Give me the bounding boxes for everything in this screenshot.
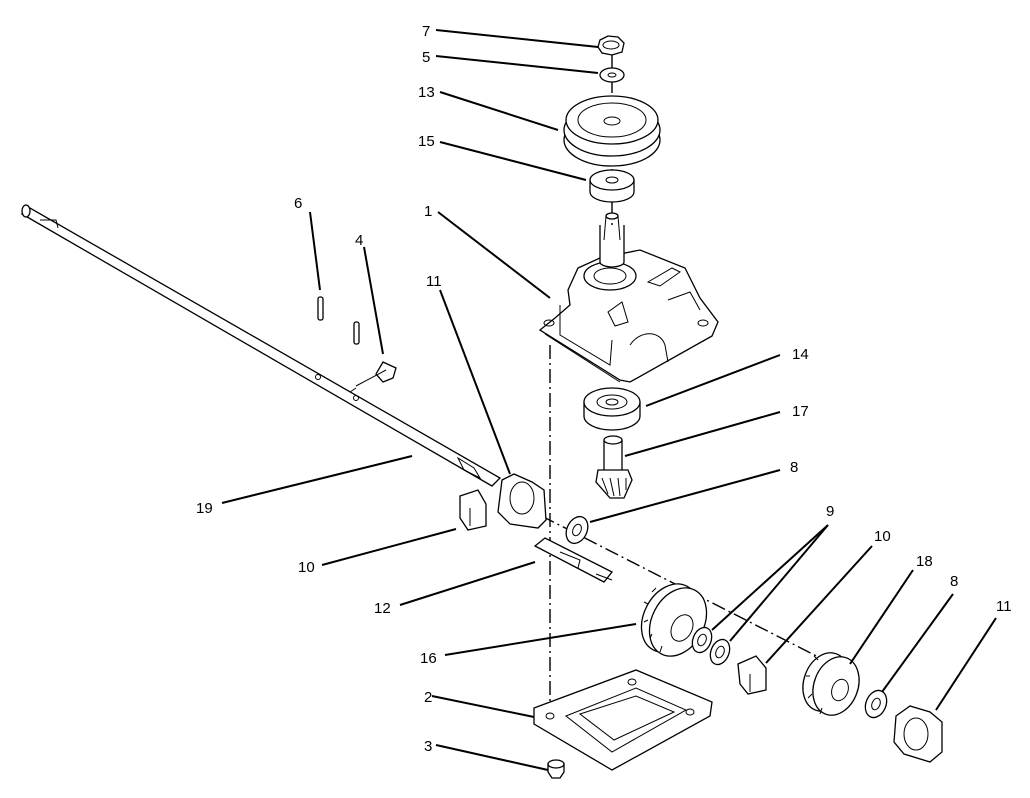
bearing-part xyxy=(583,387,641,431)
callout-10-left: 10 xyxy=(298,559,315,576)
callout-10-right: 10 xyxy=(874,528,891,545)
washer-part xyxy=(599,67,625,83)
worm-shaft-part xyxy=(533,537,614,583)
worm-gear-part xyxy=(640,583,708,657)
callout-1: 1 xyxy=(424,203,432,220)
callout-6: 6 xyxy=(294,195,302,212)
gearbox-housing-part xyxy=(538,212,719,383)
callout-13: 13 xyxy=(418,84,435,101)
leader-lines xyxy=(221,29,997,771)
drive-gear-part xyxy=(802,652,860,716)
flanged-bushing-part-right xyxy=(893,705,943,763)
callout-15: 15 xyxy=(418,133,435,150)
callout-17: 17 xyxy=(792,403,809,420)
bushing-part xyxy=(589,169,635,203)
callout-19: 19 xyxy=(196,500,213,517)
pulley-part xyxy=(563,95,661,167)
callout-2: 2 xyxy=(424,689,432,706)
roll-pin-part-small xyxy=(353,321,360,345)
washer-part-9a xyxy=(691,626,713,654)
roll-pin-part xyxy=(317,296,324,321)
callout-14: 14 xyxy=(792,346,809,363)
hex-nut-part xyxy=(597,35,625,56)
callout-8-upper: 8 xyxy=(790,459,798,476)
callout-7: 7 xyxy=(422,23,430,40)
callout-4: 4 xyxy=(355,232,363,249)
cap-screw-part xyxy=(547,759,565,779)
callout-3: 3 xyxy=(424,738,432,755)
callout-12: 12 xyxy=(374,600,391,617)
hairpin-clip-part xyxy=(355,361,397,387)
callout-16: 16 xyxy=(420,650,437,667)
cover-plate-part xyxy=(533,669,713,771)
callout-5: 5 xyxy=(422,49,430,66)
thrust-washer-part-upper xyxy=(565,515,589,545)
washer-part-9b xyxy=(709,638,731,666)
callout-8-lower: 8 xyxy=(950,573,958,590)
axle-shaft-part xyxy=(20,204,502,487)
callout-11-right: 11 xyxy=(996,598,1012,615)
split-bushing-part-left xyxy=(459,489,487,531)
split-bushing-part-right xyxy=(737,655,767,695)
callout-9: 9 xyxy=(826,503,834,520)
pinion-gear-part xyxy=(595,435,633,499)
callout-18: 18 xyxy=(916,553,933,570)
flanged-bushing-part-left xyxy=(497,473,547,529)
callout-11-left: 11 xyxy=(426,273,442,290)
thrust-washer-part-lower xyxy=(864,689,888,719)
